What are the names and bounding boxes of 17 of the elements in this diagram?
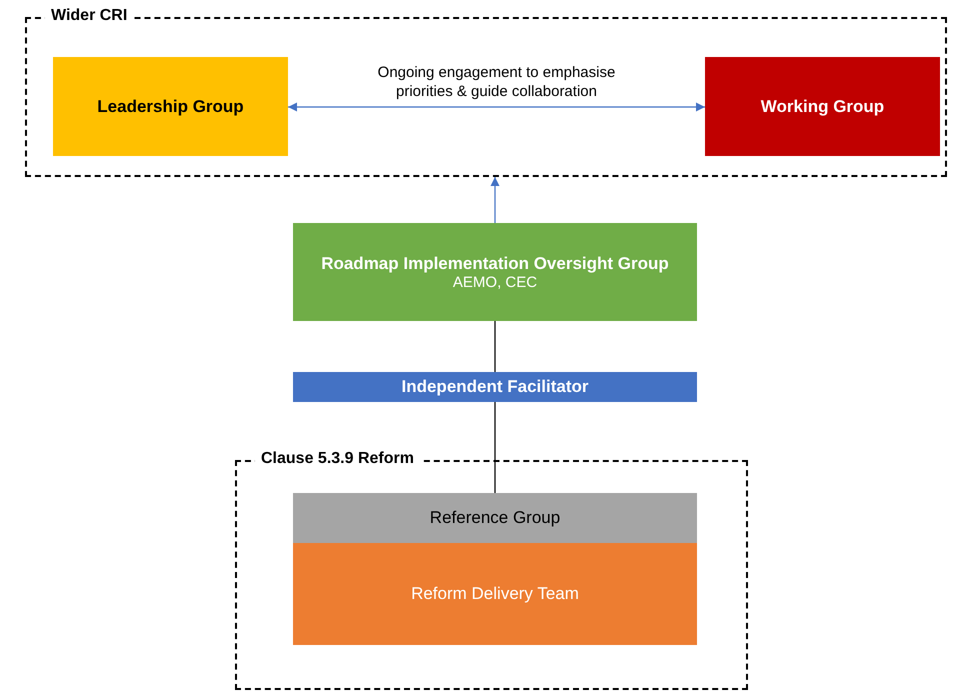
process-box (293, 493, 697, 543)
box-title: Leadership Group (97, 96, 244, 116)
connector-line (494, 321, 496, 372)
box-title: Reform Delivery Team (411, 584, 579, 604)
process-box (293, 543, 697, 645)
process-bar (293, 372, 697, 402)
arrow (288, 102, 705, 112)
process-box (53, 57, 288, 156)
process-box (705, 57, 940, 156)
box-title: Roadmap Implementation Oversight Group (321, 254, 669, 274)
box-title: Independent Facilitator (401, 377, 589, 397)
box-title: Working Group (760, 96, 884, 116)
connector-line (494, 402, 496, 493)
process-box (293, 223, 697, 321)
box-subtitle: AEMO, CEC (452, 274, 538, 290)
box-title: Reference Group (430, 508, 560, 528)
arrow (490, 177, 500, 223)
